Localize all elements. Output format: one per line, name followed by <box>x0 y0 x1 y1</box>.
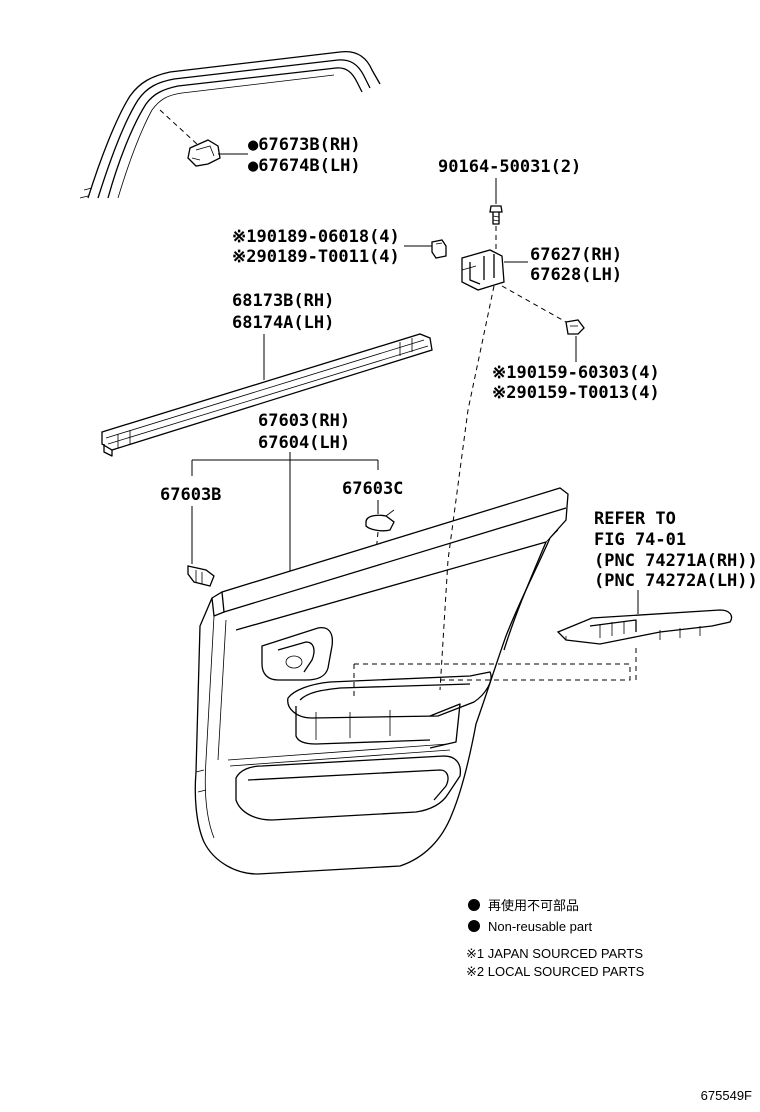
label-bolt-upper-1: ※190189-06018(4) <box>232 227 400 247</box>
label-weatherstrip-lh: 68174A(LH) <box>232 313 334 333</box>
clip-67673b-part <box>187 139 221 167</box>
label-refer-3: (PNC 74271A(RH)) <box>594 551 758 571</box>
non-reusable-dot-icon <box>468 899 480 911</box>
weatherstrip-68173b-part <box>101 333 433 457</box>
non-reusable-dot-icon <box>468 920 480 932</box>
clip-67603b-part <box>187 565 215 587</box>
label-clip-b: 67603B <box>160 485 221 505</box>
legend-note-1: ※1 JAPAN SOURCED PARTS <box>466 946 643 961</box>
label-bolt-upper-2: ※290189-T0011(4) <box>232 247 400 267</box>
label-bolt-lower-2: ※290159-T0013(4) <box>492 383 660 403</box>
leader-trim-bracket <box>191 452 379 572</box>
leader-hinge-dash <box>439 285 495 691</box>
cap-67603c-part <box>365 509 395 532</box>
legend: 再使用不可部品 Non-reusable part ※1 JAPAN SOURC… <box>466 898 645 979</box>
label-refer-2: FIG 74-01 <box>594 530 686 550</box>
label-screw-top: 90164-50031(2) <box>438 157 581 177</box>
label-hinge-lh: 67628(LH) <box>530 265 622 285</box>
legend-note-2: ※2 LOCAL SOURCED PARTS <box>466 964 645 979</box>
label-trim-lh: 67604(LH) <box>258 433 350 453</box>
label-refer-1: REFER TO <box>594 509 676 529</box>
nut-90189-part <box>431 239 447 259</box>
door-frame-sketch <box>79 50 381 199</box>
label-trim-rh: 67603(RH) <box>258 411 350 431</box>
label-clip-c: 67603C <box>342 479 403 499</box>
label-clip-lh: ●67674B(LH) <box>248 156 361 176</box>
figure-id: 675549F <box>701 1088 752 1103</box>
bolt-90159-part <box>565 319 585 335</box>
label-clip-rh: ●67673B(RH) <box>248 135 361 155</box>
screw-90164-part <box>489 205 503 225</box>
label-hinge-rh: 67627(RH) <box>530 245 622 265</box>
switch-base-74271a-part <box>556 609 733 645</box>
label-bolt-lower-1: ※190159-60303(4) <box>492 363 660 383</box>
legend-item-en: Non-reusable part <box>488 919 592 934</box>
door-trim-panel <box>194 487 569 875</box>
label-refer-4: (PNC 74272A(LH)) <box>594 571 758 591</box>
hinge-67627-part <box>461 249 505 291</box>
leader-hinge-bolt-dash <box>501 285 567 323</box>
legend-item-jp: 再使用不可部品 <box>488 898 579 913</box>
leader-switch-dash-b <box>354 663 631 681</box>
label-weatherstrip-rh: 68173B(RH) <box>232 291 334 311</box>
leader-clip-dash <box>159 109 199 146</box>
